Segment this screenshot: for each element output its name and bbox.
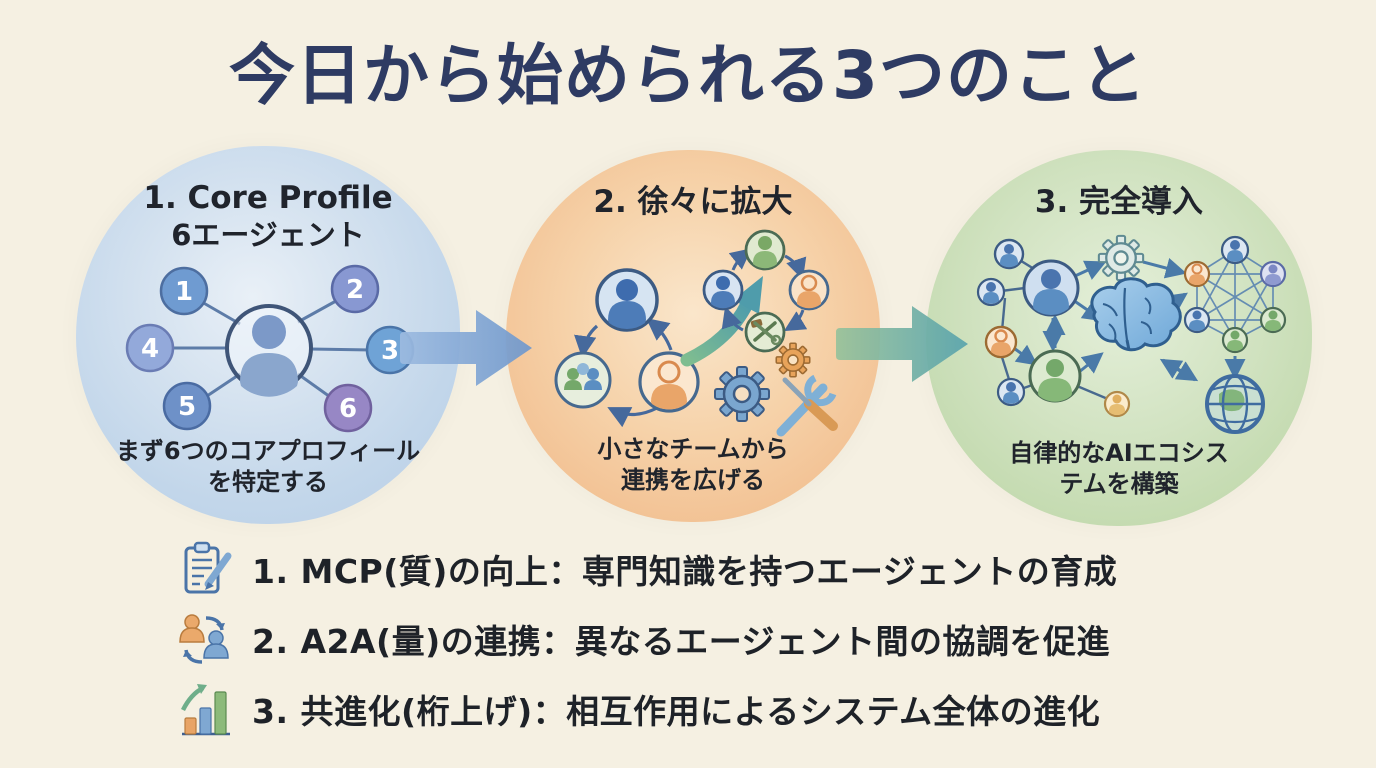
step1-circle: 1. Core Profile 6エージェント 1 2 <box>76 146 460 524</box>
wrench-icon <box>776 374 837 437</box>
ecosystem-illustration <box>976 234 1287 434</box>
agent-node-5: 5 <box>162 381 212 431</box>
primary-green-agent <box>1028 349 1082 403</box>
team-expansion-illustration <box>554 229 838 437</box>
clipboard-pencil-icon <box>184 541 232 594</box>
people-exchange-icon <box>179 614 229 664</box>
list-item-text: 3. 共進化(桁上げ)：相互作用によるシステム全体の進化 <box>252 692 1101 731</box>
person-node-orange-small <box>788 269 830 311</box>
step1-heading: 1. Core Profile 6エージェント <box>76 180 460 253</box>
step3-heading: 3. 完全導入 <box>1034 184 1204 220</box>
agent-people-network <box>976 238 1131 418</box>
tools-node <box>744 311 786 353</box>
step2-caption: 小さなチームから 連携を広げる <box>597 434 789 494</box>
step3-caption: 自律的なAIエコシス テムを構築 <box>1009 438 1229 498</box>
bar-chart-growth-icon <box>180 684 230 736</box>
agent-node-2: 2 <box>330 264 380 314</box>
step1-caption: まず6つのコアプロフィール を特定する <box>115 436 421 496</box>
gear-orange-icon <box>775 342 811 378</box>
expanded-team-cycle <box>702 229 830 353</box>
svg-text:4: 4 <box>141 334 159 364</box>
person-node-orange <box>638 351 700 413</box>
step1-heading-line2: 6エージェント <box>171 217 365 252</box>
list-item-text: 2. A2A(量)の連携：異なるエージェント間の協調を促進 <box>252 622 1111 661</box>
arrow-step2-to-step3-icon <box>836 306 968 382</box>
primary-blue-agent <box>1022 259 1080 317</box>
growth-arrow <box>680 276 763 367</box>
person-node-green-small <box>744 229 786 271</box>
step1-heading-line1: 1. Core Profile <box>143 180 393 216</box>
arrow-step1-to-step2-icon <box>400 310 532 386</box>
agent-hub-illustration: 1 2 3 4 5 6 <box>125 264 415 433</box>
step2-heading: 2. 徐々に拡大 <box>593 184 793 220</box>
brain-icon <box>1090 277 1182 352</box>
mesh-network <box>1183 235 1287 354</box>
person-node-blue-small <box>702 269 744 311</box>
screwdriver-icon <box>782 377 838 431</box>
list-item: 1. MCP(質)の向上：専門知識を持つエージェントの育成 <box>178 534 1278 604</box>
svg-text:3: 3 <box>381 336 399 366</box>
gears-tools <box>714 342 838 437</box>
gear-teal-icon <box>1097 234 1145 282</box>
agent-node-1: 1 <box>159 266 209 316</box>
person-node-blue <box>595 268 659 332</box>
page-title: 今日から始められる3つのこと <box>229 37 1147 114</box>
svg-text:6: 6 <box>339 394 357 424</box>
central-person-icon <box>240 315 298 397</box>
gear-blue-icon <box>714 366 770 422</box>
person-group-node <box>554 351 612 409</box>
agent-node-6: 6 <box>323 383 373 433</box>
agent-node-4: 4 <box>125 323 175 373</box>
list-item-text: 1. MCP(質)の向上：専門知識を持つエージェントの育成 <box>252 552 1118 591</box>
key-points-list: 1. MCP(質)の向上：専門知識を持つエージェントの育成 2. A2A(量)の… <box>178 534 1278 744</box>
small-team-cycle <box>554 268 700 428</box>
svg-text:5: 5 <box>178 392 196 422</box>
list-item: 2. A2A(量)の連携：異なるエージェント間の協調を促進 <box>178 604 1278 674</box>
step3-circle: 3. 完全導入 <box>926 150 1312 526</box>
svg-text:2: 2 <box>346 275 364 305</box>
list-item: 3. 共進化(桁上げ)：相互作用によるシステム全体の進化 <box>178 674 1278 744</box>
step2-circle: 2. 徐々に拡大 <box>506 150 880 522</box>
svg-text:1: 1 <box>175 277 193 307</box>
globe-icon <box>1205 374 1265 434</box>
